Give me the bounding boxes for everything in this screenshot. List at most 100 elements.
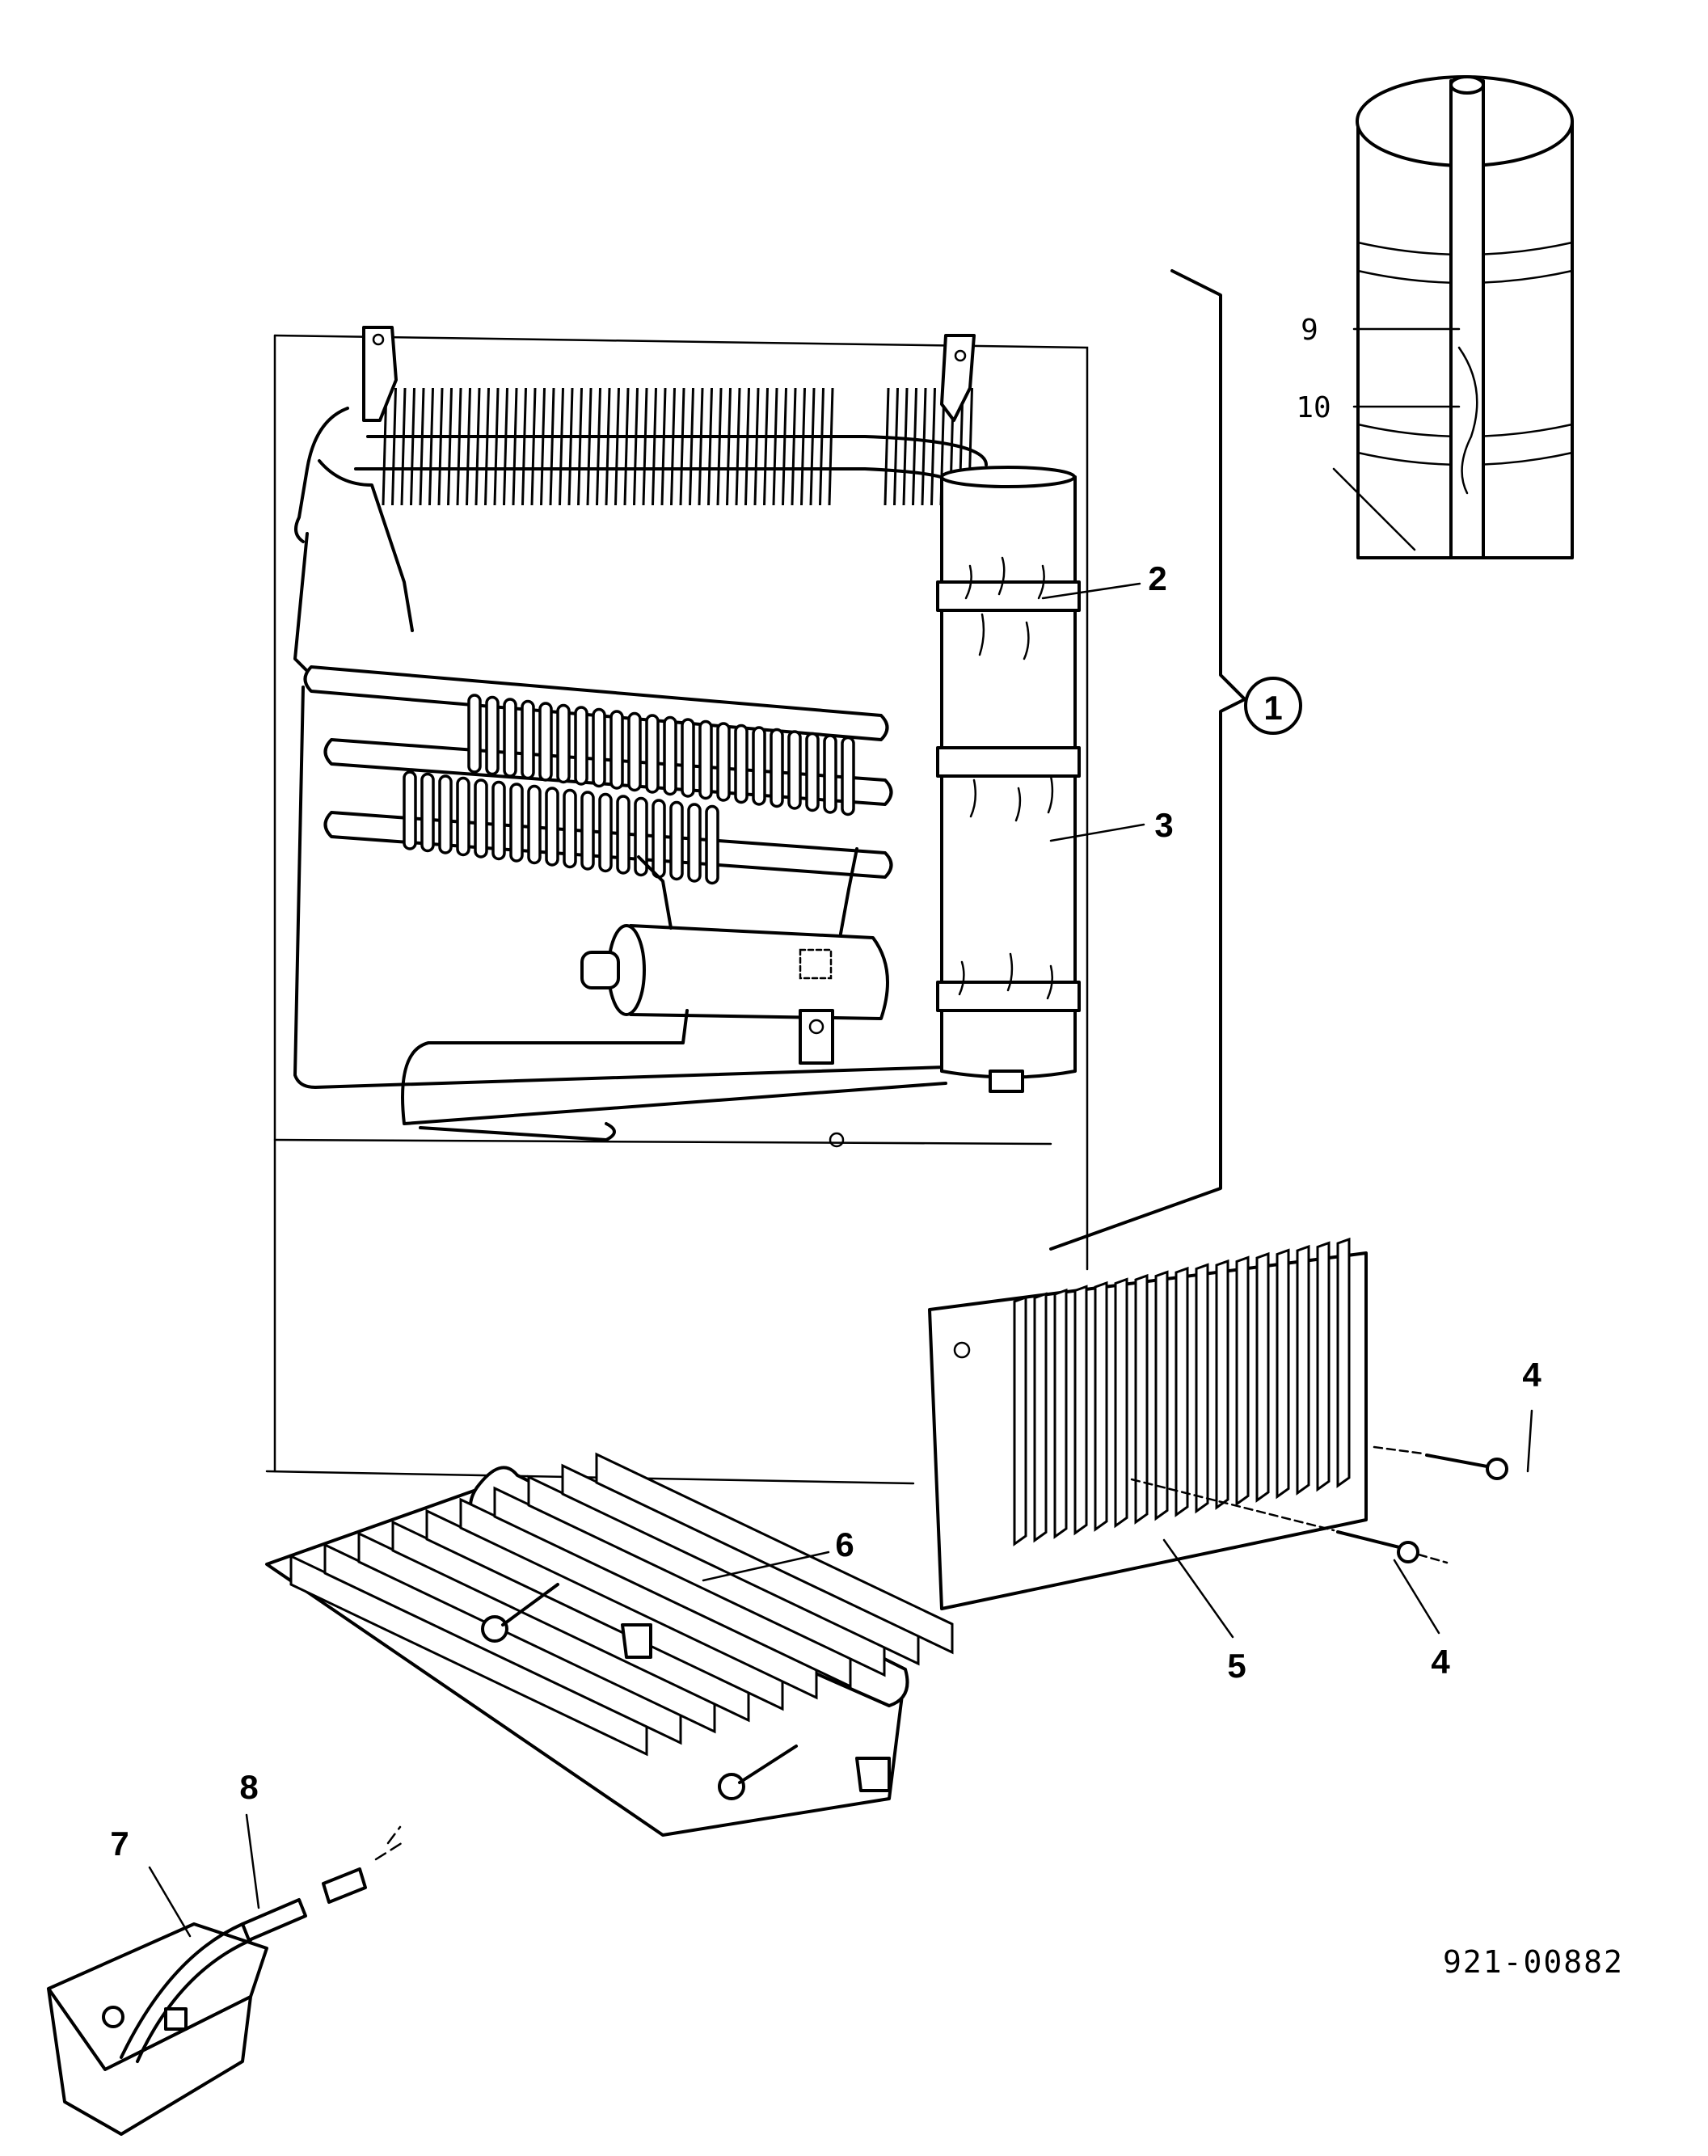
coil-ring	[521, 699, 535, 780]
fin-plate	[1276, 1248, 1290, 1500]
condenser-fin	[484, 387, 490, 506]
coil-ring	[545, 787, 559, 867]
screw-upper	[1373, 1445, 1508, 1480]
condenser-fin	[410, 387, 415, 506]
drain-tube-8	[241, 1825, 406, 1942]
coil-ring	[420, 772, 435, 853]
condenser-fin	[512, 387, 518, 506]
condenser-fin	[577, 387, 583, 506]
callout-10: 10	[1296, 391, 1331, 424]
coil-ring	[645, 714, 660, 794]
callout-4-lower: 4	[1431, 1643, 1450, 1681]
condenser-tube	[293, 407, 988, 673]
fin-assembly-6	[265, 1452, 954, 1837]
callout-9: 9	[1301, 314, 1318, 347]
drain-tray-7	[47, 1922, 268, 2136]
coil-ring	[652, 799, 666, 879]
condenser-fin	[474, 387, 481, 506]
condenser-fin	[540, 387, 546, 506]
coil-ring	[563, 788, 577, 869]
fin-plate	[595, 1452, 954, 1655]
fin-plate	[1296, 1244, 1310, 1496]
coil-ring	[805, 732, 820, 812]
condenser-fin	[726, 387, 732, 506]
back-panel-outline	[265, 334, 1089, 1485]
callout-5: 5	[1227, 1647, 1246, 1685]
condenser-fin	[753, 387, 760, 506]
coil-ring	[770, 728, 784, 808]
condenser-fin	[930, 387, 936, 506]
callout-3: 3	[1154, 806, 1173, 844]
condenser-fin	[670, 387, 676, 506]
callout-4-upper: 4	[1522, 1356, 1541, 1394]
coil-ring	[716, 722, 731, 802]
condenser-fin	[633, 387, 639, 506]
condenser-fin	[447, 387, 453, 506]
condenser-fin	[391, 387, 397, 506]
coil-ring	[669, 800, 684, 881]
coil-ring	[681, 718, 695, 798]
condenser-fin	[902, 387, 909, 506]
coil-ring	[509, 783, 524, 863]
coil-ring	[752, 726, 766, 806]
fin-plate	[1195, 1263, 1209, 1514]
fin-plate	[1215, 1259, 1229, 1510]
coil-ring	[538, 702, 553, 782]
coil-ring	[687, 803, 702, 883]
condenser-fin	[707, 387, 713, 506]
condenser-fin	[763, 387, 769, 506]
condenser-fin	[800, 387, 806, 506]
fin-plate	[1154, 1270, 1169, 1521]
coil-ring	[485, 695, 500, 776]
fin-plates-right	[1013, 1237, 1351, 1546]
coil-ring	[556, 703, 571, 784]
coil-ring	[474, 778, 488, 859]
condenser-fin	[828, 387, 834, 506]
lower-piping	[293, 686, 947, 1148]
coil-ring	[598, 792, 613, 873]
condenser-fin	[772, 387, 778, 506]
fin-plate	[1094, 1281, 1108, 1532]
condenser-fin	[912, 387, 917, 506]
fin-plate	[1316, 1241, 1331, 1492]
callout-1-marker: 1	[1244, 677, 1302, 735]
callout-8: 8	[239, 1768, 258, 1806]
condenser-fin	[596, 387, 601, 506]
coil-ring	[663, 715, 677, 796]
coil-ring	[438, 774, 453, 854]
callout-2: 2	[1148, 559, 1166, 597]
condenser-fin	[614, 387, 620, 506]
absorber-assembly	[303, 665, 893, 885]
condenser-fin	[419, 387, 425, 506]
condenser-fin	[567, 387, 574, 506]
fin-plate	[1134, 1273, 1149, 1525]
boiler-tank	[580, 847, 889, 1065]
coil-ring	[574, 706, 588, 786]
coil-ring	[705, 804, 719, 885]
condenser-fin	[503, 387, 508, 506]
condenser-fin	[819, 387, 824, 506]
condenser-fin	[586, 387, 593, 506]
fin-plate	[1033, 1292, 1048, 1543]
condenser-fin	[884, 387, 890, 506]
coil-ring	[698, 719, 713, 800]
condenser-fin	[689, 387, 694, 506]
coil-ring	[609, 710, 624, 790]
condenser-fin	[521, 387, 527, 506]
document-number: 921-00882	[1443, 1944, 1624, 1980]
condenser-fin	[493, 387, 500, 506]
callout-6: 6	[835, 1525, 854, 1563]
coil-ring	[527, 784, 542, 865]
condenser-fin	[428, 387, 434, 506]
condenser-fin	[782, 387, 787, 506]
condenser-fin	[893, 387, 899, 506]
coil-ring	[580, 791, 595, 871]
fin-plate	[1013, 1295, 1027, 1546]
condenser-fin	[605, 387, 611, 506]
condenser-fin	[466, 387, 471, 506]
condenser-fin	[716, 387, 723, 506]
condenser-brackets	[362, 326, 976, 422]
fin-plate	[1114, 1277, 1128, 1529]
callout-1: 1	[1263, 689, 1282, 727]
